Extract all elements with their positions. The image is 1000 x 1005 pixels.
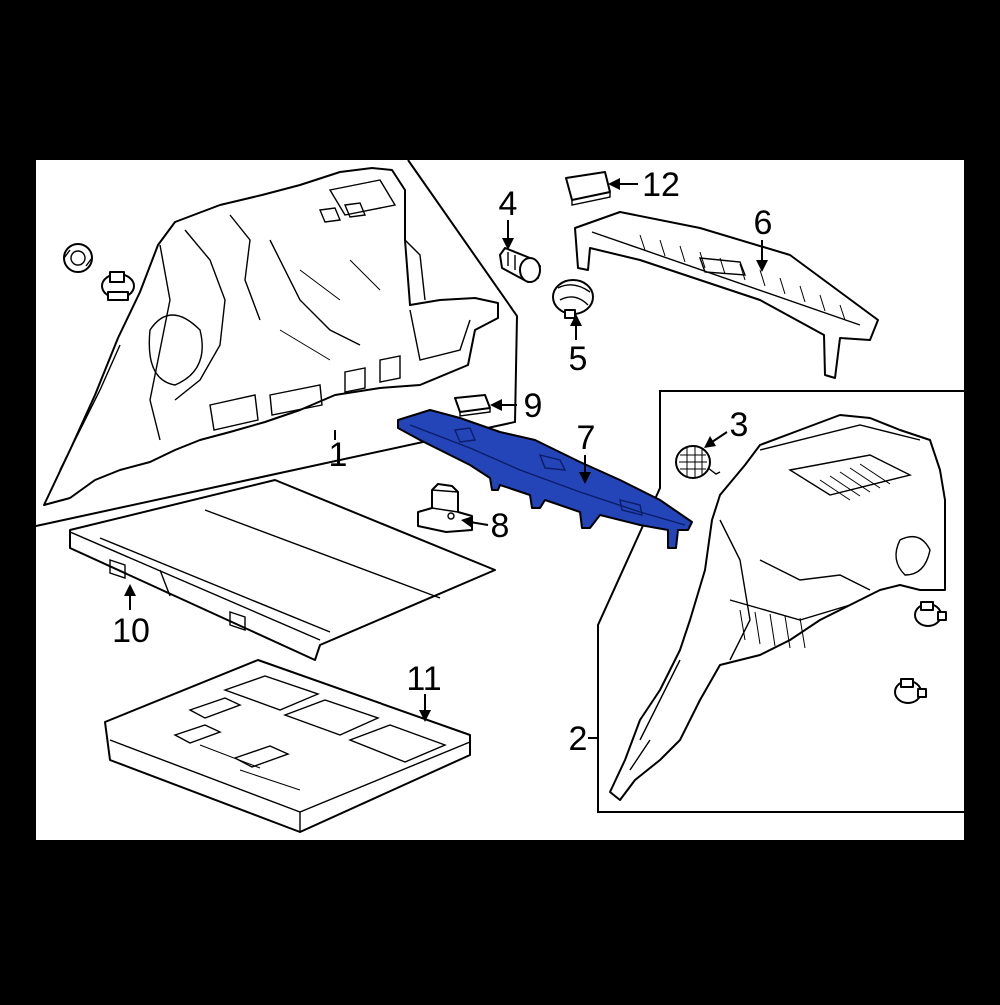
clip-pushpin-right-upper [914,601,947,627]
part-5-cap [552,279,594,319]
part-10-cargo-cover [69,479,496,661]
part-12-cover [565,171,611,206]
group-box-part-2 [597,390,964,813]
callout-1: 1 [329,436,348,474]
callout-6: 6 [754,204,773,242]
callout-3: 3 [730,406,749,444]
callout-2: 2 [569,720,588,758]
part-1-quarter-trim-left [43,167,499,506]
part-9-clip [454,394,491,417]
clip-pushpin-left [101,271,135,301]
callout-11: 11 [406,660,441,698]
part-2-quarter-trim-right [609,414,946,801]
part-4-clip [499,247,541,283]
clip-pushpin-right-lower [894,678,927,704]
group-box-part-1 [35,159,519,527]
part-11-cargo-tray [104,659,471,833]
callout-10: 10 [112,612,150,650]
callout-12: 12 [642,166,680,204]
callout-5: 5 [569,340,588,378]
callout-9: 9 [524,387,543,425]
part-3-grommet [675,445,721,479]
part-8-bracket [417,483,473,533]
callout-7: 7 [577,419,596,457]
part-6-rear-sill-trim [574,211,879,379]
clip-grommet-left [63,243,93,273]
part-7-bracket-highlighted [397,409,693,549]
leader-lines [124,178,768,739]
callout-8: 8 [491,507,510,545]
callout-4: 4 [499,185,518,223]
